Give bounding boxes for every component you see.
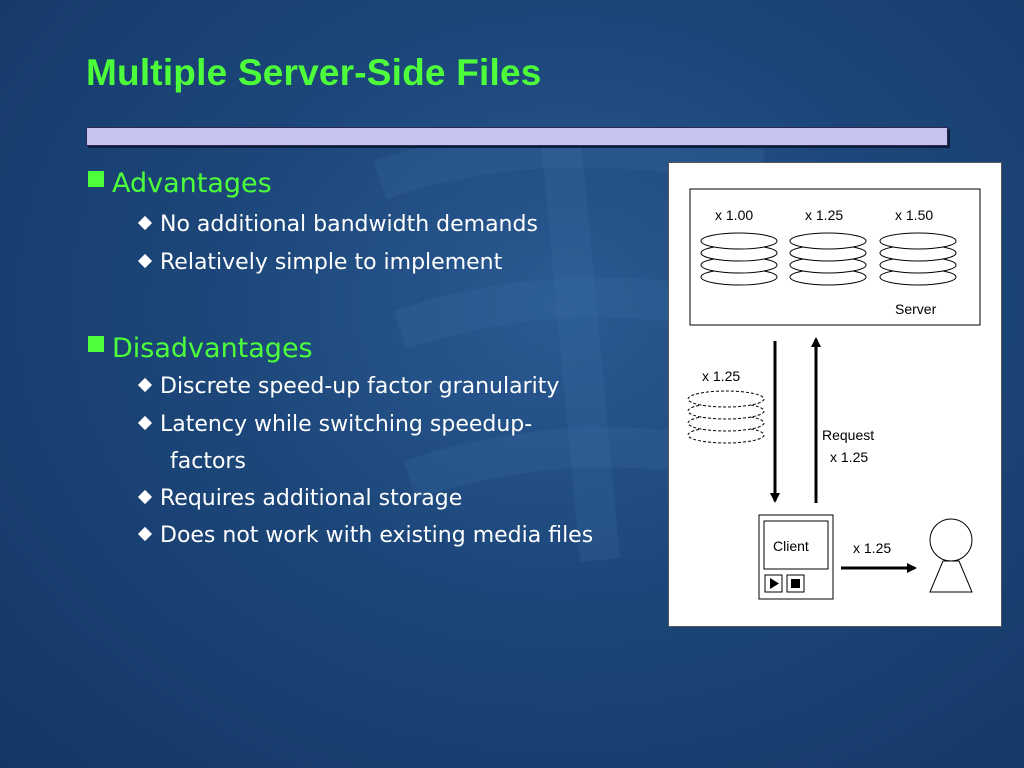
slide-title: Multiple Server-Side Files [86, 52, 542, 93]
bullet-item-continuation: factors [170, 449, 246, 474]
bullet-item: Latency while switching speedup- [137, 412, 532, 437]
server-box [689, 188, 981, 326]
user-icon [929, 518, 973, 593]
bullet-item: No additional bandwidth demands [137, 212, 538, 237]
play-button[interactable] [764, 574, 783, 593]
stream-label: x 1.25 [702, 368, 740, 384]
client-screen [763, 520, 829, 570]
square-bullet-icon [88, 170, 104, 187]
square-bullet-icon [88, 335, 104, 352]
bullet-item: Does not work with existing media files [137, 523, 593, 548]
output-label: x 1.25 [853, 540, 891, 556]
stream-file-icon [687, 390, 765, 444]
disadvantages-heading: Disadvantages [88, 333, 313, 364]
title-divider [86, 127, 948, 146]
diamond-bullet-icon [137, 415, 153, 431]
file-label: x 1.00 [715, 207, 753, 223]
advantages-heading: Advantages [88, 168, 272, 199]
stop-button[interactable] [786, 574, 805, 593]
file-stack-icon [879, 232, 957, 286]
file-label: x 1.50 [895, 207, 933, 223]
client-label: Client [773, 538, 809, 554]
file-stack-icon [789, 232, 867, 286]
bullet-item: Discrete speed-up factor granularity [137, 374, 559, 399]
diamond-bullet-icon [137, 489, 153, 505]
bullet-item: Relatively simple to implement [137, 250, 502, 275]
diamond-bullet-icon [137, 253, 153, 269]
server-label: Server [895, 301, 937, 317]
play-icon [770, 578, 779, 589]
request-factor-label: x 1.25 [830, 449, 868, 465]
diamond-bullet-icon [137, 526, 153, 542]
file-label: x 1.25 [805, 207, 843, 223]
bullet-item: Requires additional storage [137, 486, 462, 511]
diamond-bullet-icon [137, 377, 153, 393]
diagram-panel: Server x 1.00 x 1.25 x 1.50 x 1.25 [668, 162, 1002, 627]
file-stack-icon [700, 232, 778, 286]
stop-icon [791, 579, 800, 588]
diamond-bullet-icon [137, 215, 153, 231]
request-label: Request [822, 427, 874, 443]
